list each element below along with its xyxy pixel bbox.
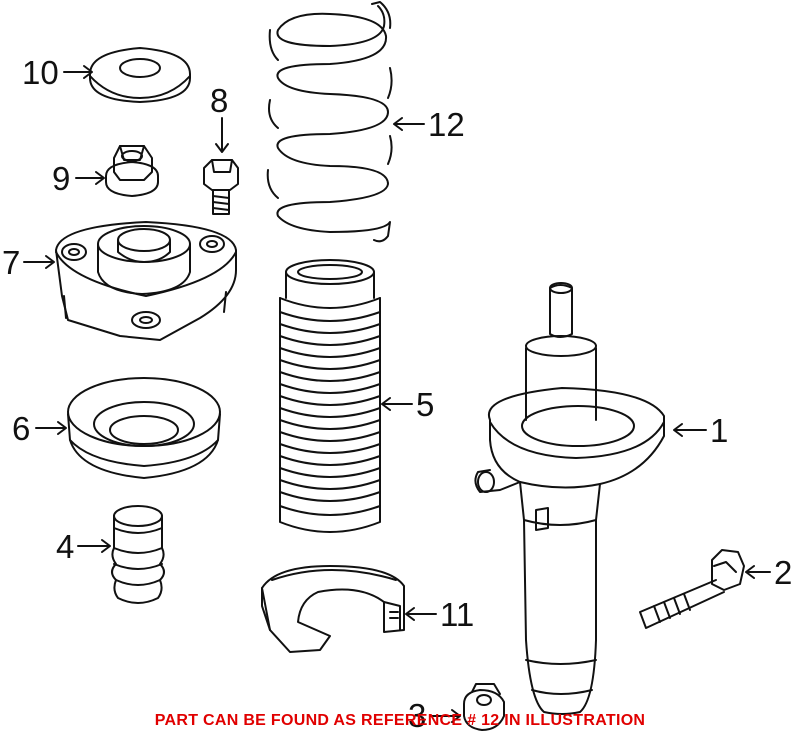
- part-5-dust-boot: [279, 259, 381, 533]
- callout-4: 4: [56, 528, 75, 565]
- callout-3: 3: [408, 697, 427, 734]
- callout-2: 2: [774, 554, 793, 591]
- part-12-coil-spring: [266, 1, 393, 243]
- part-8-bolt: [203, 159, 239, 215]
- part-4-bump-stop: [111, 505, 165, 604]
- arrow-6: [35, 421, 67, 435]
- arrow-10: [63, 65, 93, 79]
- arrow-2: [745, 565, 771, 579]
- arrow-12: [393, 117, 425, 131]
- callout-7: 7: [2, 244, 21, 281]
- arrow-11: [405, 607, 437, 621]
- part-6-bearing: [67, 377, 221, 479]
- callout-12: 12: [428, 106, 465, 143]
- callout-8: 8: [210, 82, 229, 119]
- arrow-1: [673, 423, 707, 437]
- part-2-bolt: [639, 549, 745, 629]
- part-11-spring-pad: [261, 565, 405, 653]
- part-7-strut-mount: [55, 221, 237, 341]
- callout-11: 11: [440, 596, 475, 633]
- callout-10: 10: [22, 54, 59, 91]
- reference-caption: PART CAN BE FOUND AS REFERENCE # 12 IN I…: [154, 712, 646, 729]
- arrow-7: [23, 255, 55, 269]
- arrow-9: [75, 171, 105, 185]
- callout-6: 6: [12, 410, 31, 447]
- arrow-8: [215, 117, 229, 153]
- callout-1: 1: [710, 412, 729, 449]
- part-10-washer: [89, 47, 191, 103]
- arrow-4: [77, 539, 111, 553]
- callout-5: 5: [416, 386, 435, 423]
- part-3-nut: [463, 683, 505, 731]
- part-9-nut: [105, 145, 159, 197]
- callout-arrows: [23, 65, 771, 723]
- arrow-3: [429, 709, 461, 723]
- arrow-5: [381, 397, 413, 411]
- callout-9: 9: [52, 160, 71, 197]
- part-1-strut: [474, 282, 665, 715]
